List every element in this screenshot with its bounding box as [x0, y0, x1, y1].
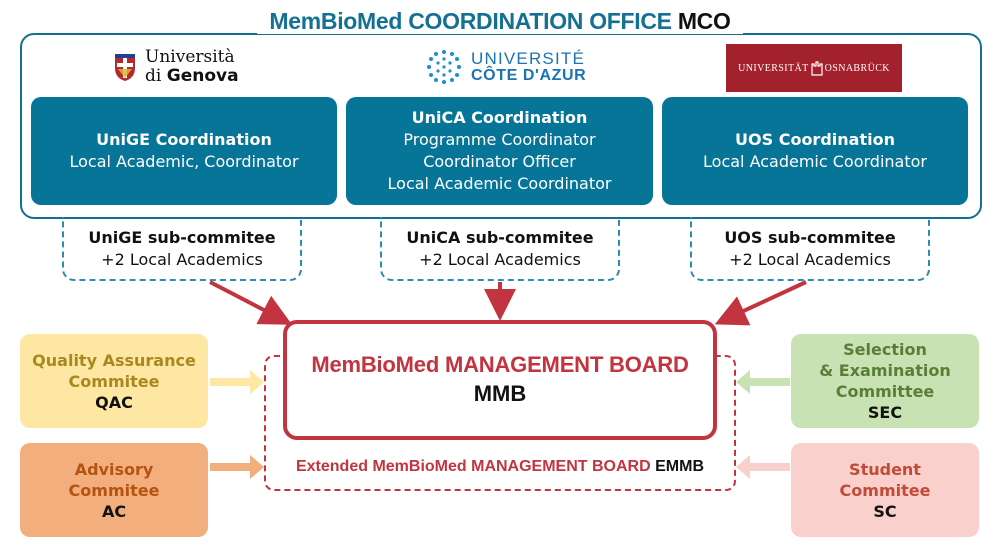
- arrow-uos-to-mmb: [714, 280, 807, 326]
- subcommittee-detail: +2 Local Academics: [101, 250, 263, 269]
- arrow-sc-to-emmb: [736, 455, 790, 479]
- ac-box: Advisory Commitee AC: [20, 443, 208, 537]
- genova-line1: Università: [145, 47, 235, 67]
- qac-box: Quality Assurance Commitee QAC: [20, 334, 208, 428]
- uos-subcommittee: UOS sub-commitee +2 Local Academics: [690, 217, 930, 281]
- qac-abbr: QAC: [95, 392, 133, 412]
- coordination-title: UniCA Coordination: [411, 108, 588, 127]
- genova-crest-icon: [115, 54, 135, 81]
- genova-line2-bold: Genova: [166, 66, 239, 86]
- ac-abbr: AC: [101, 501, 127, 521]
- uca-dots-icon: [427, 50, 461, 84]
- qac-line2: Commitee: [68, 371, 160, 391]
- mco-title-text: MemBioMed COORDINATION OFFICE: [269, 8, 672, 34]
- uos-castle-icon: [811, 61, 823, 76]
- subcommittee-detail: +2 Local Academics: [419, 250, 581, 269]
- sc-line1: Student: [849, 459, 921, 479]
- coordination-title: UniGE Coordination: [96, 130, 272, 149]
- coordination-title: UOS Coordination: [735, 130, 895, 149]
- arrow-ac-to-emmb: [210, 455, 264, 479]
- mmb-title: MemBioMed MANAGEMENT BOARD: [311, 352, 689, 377]
- unica-subcommittee: UniCA sub-commitee +2 Local Academics: [380, 217, 620, 281]
- uos-coordination-box: UOS Coordination Local Academic Coordina…: [662, 97, 968, 205]
- sec-line2: & Examination: [819, 361, 951, 380]
- subcommittee-title: UniCA sub-commitee: [406, 228, 594, 247]
- subcommittee-title: UniGE sub-commitee: [88, 228, 276, 247]
- emmb-label: Extended MemBioMed MANAGEMENT BOARD EMMB: [264, 458, 736, 476]
- qac-line1: Quality Assurance: [32, 350, 196, 370]
- unige-coordination-box: UniGE Coordination Local Academic, Coord…: [31, 97, 337, 205]
- sec-line1: Selection: [843, 340, 927, 359]
- sc-line2: Commitee: [839, 480, 931, 500]
- emmb-abbr: EMMB: [655, 458, 705, 475]
- uos-logo: UNIVERSITÄT OSNABRÜCK: [726, 44, 902, 92]
- mco-title: MemBioMed COORDINATION OFFICE MCO: [0, 8, 1000, 35]
- uca-logo: UNIVERSITÉ CÔTE D'AZUR: [425, 46, 586, 88]
- ac-line1: Advisory: [74, 459, 154, 479]
- uos-right: OSNABRÜCK: [824, 62, 890, 74]
- coordination-line: Local Academic Coordinator: [387, 174, 612, 193]
- genova-line2-pre: di: [145, 66, 167, 86]
- mmb-abbr: MMB: [473, 381, 527, 406]
- mco-frame: [20, 33, 982, 219]
- unica-coordination-box: UniCA Coordination Programme Coordinator…: [346, 97, 653, 205]
- arrow-sec-to-emmb: [736, 370, 790, 394]
- unige-logo: Università di Genova: [113, 46, 239, 88]
- uos-left: UNIVERSITÄT: [738, 62, 809, 74]
- mmb-box: MemBioMed MANAGEMENT BOARD MMB: [283, 320, 717, 440]
- sc-box: Student Commitee SC: [791, 443, 979, 537]
- sec-abbr: SEC: [867, 403, 903, 422]
- uca-line1: UNIVERSITÉ: [471, 49, 586, 68]
- subcommittee-title: UOS sub-commitee: [724, 228, 896, 247]
- arrow-qac-to-emmb: [210, 370, 264, 394]
- sec-box: Selection & Examination Committee SEC: [791, 334, 979, 428]
- sec-line3: Committee: [835, 382, 935, 401]
- coordination-line: Programme Coordinator: [403, 130, 596, 149]
- coordination-line: Local Academic Coordinator: [703, 152, 927, 171]
- arrow-unige-to-mmb: [209, 280, 293, 325]
- sc-abbr: SC: [873, 501, 897, 521]
- uca-line2: CÔTE D'AZUR: [471, 67, 587, 84]
- unige-subcommittee: UniGE sub-commitee +2 Local Academics: [62, 217, 302, 281]
- mco-abbr: MCO: [677, 8, 731, 34]
- emmb-title: Extended MemBioMed MANAGEMENT BOARD: [295, 458, 651, 475]
- ac-line2: Commitee: [68, 480, 160, 500]
- coordination-line: Local Academic, Coordinator: [69, 152, 299, 171]
- subcommittee-detail: +2 Local Academics: [729, 250, 891, 269]
- coordination-line: Coordinator Officer: [423, 152, 576, 171]
